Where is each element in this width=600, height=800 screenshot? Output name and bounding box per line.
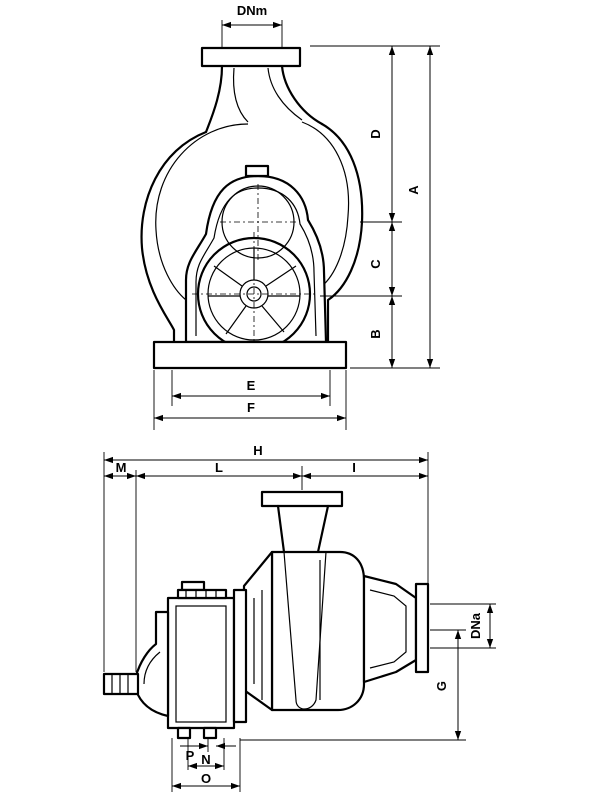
side-volute-web <box>283 551 327 710</box>
volute-inner <box>155 121 350 301</box>
i-label: I <box>352 460 356 475</box>
f-label: F <box>247 400 255 415</box>
side-gearbox-top <box>176 588 228 600</box>
side-foot-left <box>176 726 192 740</box>
side-gearbox <box>166 596 236 730</box>
side-bearing-cover-inner <box>143 651 161 685</box>
suction-cone-inner <box>369 589 407 669</box>
l-label: L <box>215 460 223 475</box>
o-label: O <box>201 771 211 786</box>
a-label: A <box>406 185 421 195</box>
n-label: N <box>201 752 210 767</box>
b-label: B <box>368 329 383 338</box>
e-label: E <box>247 378 256 393</box>
side-discharge-flange <box>260 490 344 508</box>
front-view: DNm D C B A E F <box>140 3 440 430</box>
dnm-label: DNm <box>237 3 267 18</box>
side-foot-right <box>202 726 218 740</box>
base-plate <box>152 340 348 370</box>
suction-cone <box>362 574 418 684</box>
discharge-neck-inner-right <box>267 67 303 121</box>
side-view: H M L I DNa G <box>102 443 496 792</box>
side-gearbox-flange <box>232 588 248 724</box>
side-adapter <box>242 550 274 712</box>
side-bearing-cover <box>134 610 170 718</box>
discharge-flange <box>200 46 302 68</box>
side-discharge-neck <box>276 504 330 554</box>
side-volute-body <box>270 550 366 712</box>
side-gearbox-ribs <box>185 590 217 598</box>
filler-plug <box>244 164 270 178</box>
h-label: H <box>253 443 262 458</box>
discharge-neck-right <box>280 64 324 126</box>
input-shaft <box>102 672 140 696</box>
p-label: P <box>186 748 195 763</box>
suction-flange <box>414 582 430 674</box>
side-filler-plug <box>180 580 206 592</box>
side-gearbox-inner <box>175 605 227 723</box>
discharge-neck-inner <box>232 67 249 123</box>
input-shaft-splines <box>111 674 129 694</box>
d-label: D <box>368 129 383 138</box>
c-label: C <box>368 259 383 269</box>
dna-label: DNa <box>468 612 483 639</box>
m-label: M <box>116 460 127 475</box>
g-label: G <box>434 681 449 691</box>
lower-gear-shaft <box>246 286 262 302</box>
discharge-neck <box>204 64 224 134</box>
